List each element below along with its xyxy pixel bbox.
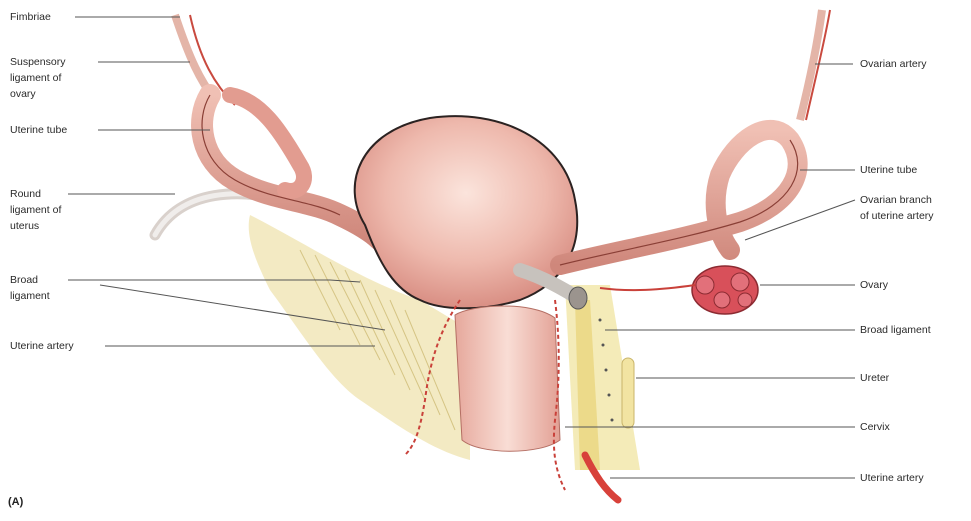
right-ovary — [692, 266, 758, 314]
label-cervix: Cervix — [860, 419, 890, 435]
label-broad-ligament-left: Broad ligament — [10, 272, 50, 304]
right-uterine-tube — [560, 130, 798, 265]
label-ovary: Ovary — [860, 277, 888, 293]
label-broad-ligament-right: Broad ligament — [860, 322, 931, 338]
ovarian-branch-artery — [600, 285, 695, 290]
label-uterine-tube-right: Uterine tube — [860, 162, 917, 178]
panel-label: (A) — [8, 496, 23, 508]
label-uterine-tube-left: Uterine tube — [10, 122, 67, 138]
label-uterine-artery-right: Uterine artery — [860, 470, 924, 486]
label-uterine-artery-left: Uterine artery — [10, 338, 74, 354]
label-round-ligament: Round ligament of uterus — [10, 186, 61, 234]
label-suspensory-ligament: Suspensory ligament of ovary — [10, 54, 65, 102]
label-ovarian-artery: Ovarian artery — [860, 56, 927, 72]
ureter — [622, 358, 634, 428]
label-fimbriae: Fimbriae — [10, 9, 51, 25]
label-ureter: Ureter — [860, 370, 889, 386]
cervix — [455, 306, 560, 451]
label-ovarian-branch: Ovarian branch of uterine artery — [860, 192, 934, 224]
left-uterine-tube — [202, 95, 380, 240]
